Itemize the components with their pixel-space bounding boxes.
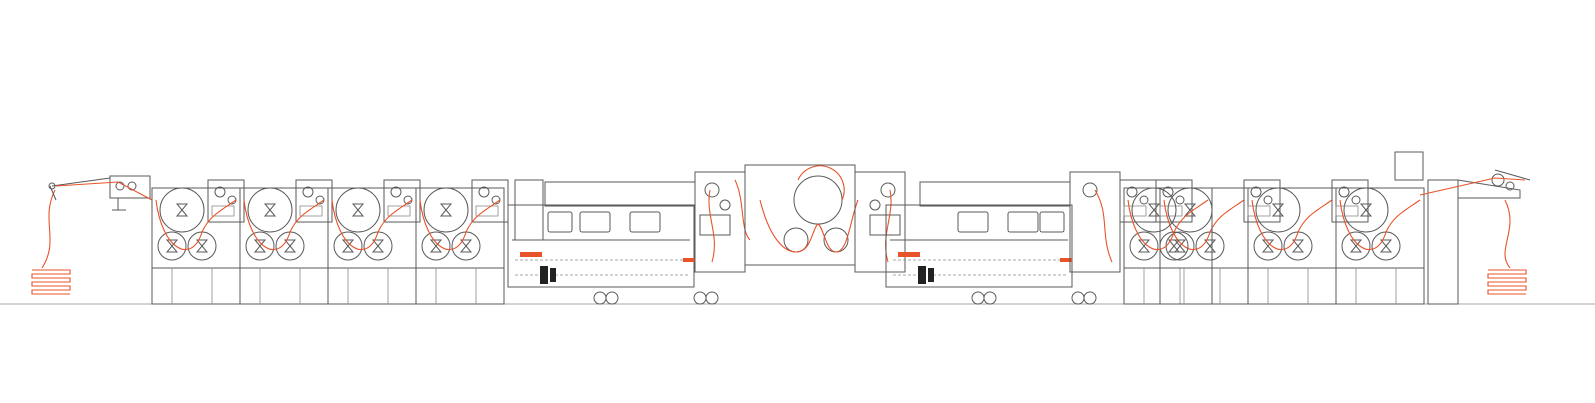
washing-compartment-6	[1243, 179, 1337, 305]
washing-compartment-4	[415, 179, 509, 305]
washing-compartment-8	[1119, 179, 1213, 305]
washing-compartment-3	[327, 179, 421, 305]
conveyor-steamer-1	[507, 179, 719, 305]
exit-fabric-pile	[1487, 269, 1527, 295]
drum	[1341, 231, 1371, 261]
drum	[247, 187, 293, 233]
washing-group-right	[1119, 179, 1425, 305]
washing-compartment-2	[239, 179, 333, 305]
fabric-path	[243, 199, 325, 251]
washing-compartment-7	[1331, 179, 1425, 305]
drum	[245, 231, 275, 261]
drum	[1343, 187, 1389, 233]
drum	[159, 187, 205, 233]
fabric-path	[1127, 199, 1209, 251]
drum	[335, 187, 381, 233]
washing-group-left	[151, 179, 509, 305]
fabric-path	[419, 199, 501, 251]
washing-compartment-1	[151, 179, 245, 305]
drum	[1253, 231, 1283, 261]
entry-unit	[31, 175, 153, 295]
conveyor-steamer-2	[885, 171, 1121, 305]
drum	[333, 231, 363, 261]
entry-fabric-pile	[31, 189, 71, 295]
drum	[423, 187, 469, 233]
drum	[1129, 231, 1159, 261]
squeeze-unit-2	[854, 171, 906, 273]
fabric-path	[1339, 199, 1421, 251]
fabric-path	[155, 199, 237, 251]
fabric-path	[1163, 199, 1245, 251]
drum	[157, 231, 187, 261]
fabric-path	[1251, 199, 1333, 251]
exit-unit	[1394, 151, 1531, 305]
fabric-path	[331, 199, 413, 251]
drum	[1131, 187, 1177, 233]
squeeze-unit-1	[694, 171, 751, 273]
drum	[1255, 187, 1301, 233]
drum	[421, 231, 451, 261]
central-drum-unit	[744, 164, 859, 266]
